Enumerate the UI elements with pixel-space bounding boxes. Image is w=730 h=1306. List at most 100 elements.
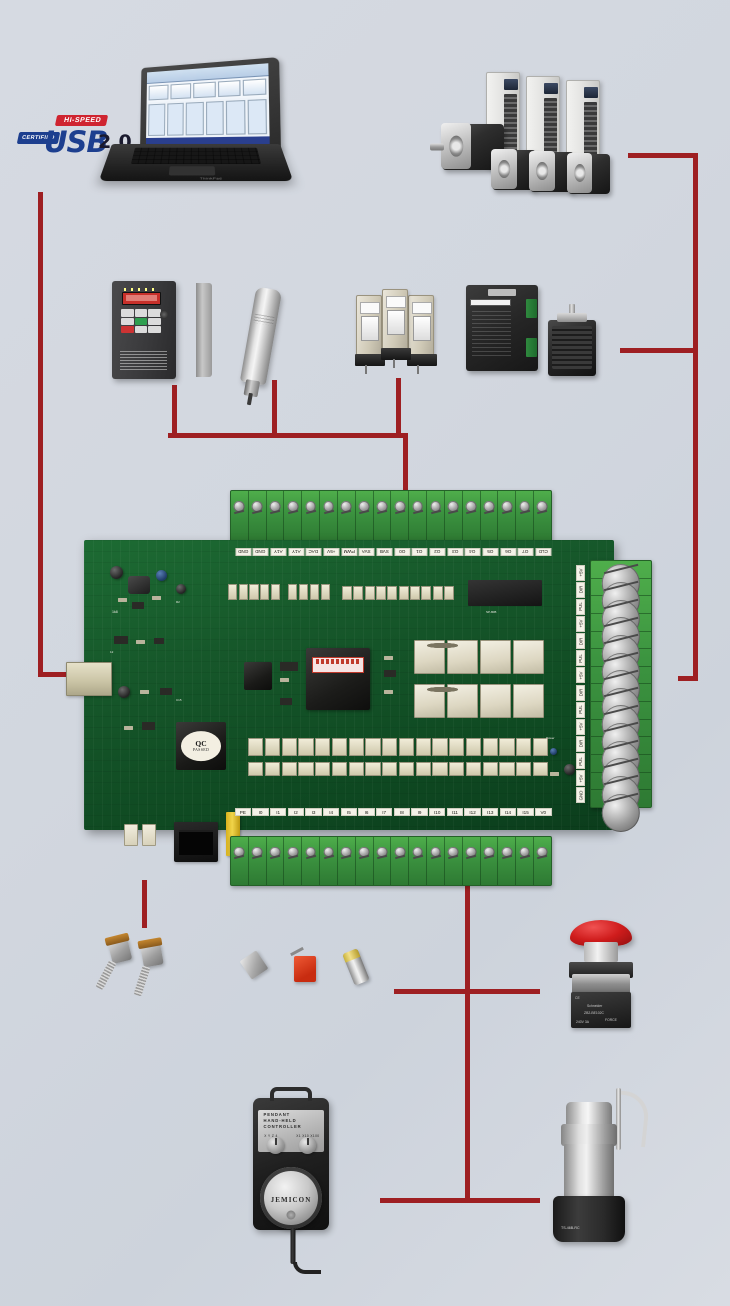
proximity-sensor: [342, 948, 370, 986]
pendant-handwheel[interactable]: JEMICON: [260, 1166, 322, 1229]
vfd-keypad[interactable]: [120, 309, 161, 333]
terminal-screw[interactable]: [591, 702, 651, 720]
resistor-bank: [248, 762, 549, 776]
terminal-screw[interactable]: [481, 491, 499, 541]
wire-servo-top-lead: [628, 153, 698, 158]
terminal-screw[interactable]: [320, 491, 338, 541]
servo-motor-face: [567, 153, 592, 193]
white-connector[interactable]: [142, 824, 156, 846]
terminal-screw[interactable]: [409, 837, 428, 885]
terminal-screw[interactable]: [498, 837, 517, 885]
potentiometer: [140, 942, 164, 968]
resistor: [465, 762, 482, 776]
laptop-screen: [145, 63, 270, 145]
terminal-screw[interactable]: [356, 837, 374, 885]
electrolytic-capacitor: [156, 570, 167, 581]
resistor: [499, 762, 515, 776]
resistor: [298, 584, 309, 600]
terminal-screw[interactable]: [231, 491, 249, 541]
terminal-screw[interactable]: [591, 632, 651, 650]
terminal-screw[interactable]: [374, 491, 392, 541]
vfd-indicator-leds: [123, 287, 160, 291]
terminal-screw[interactable]: [534, 837, 551, 885]
servo-motors-and-drives: [430, 72, 610, 202]
right-terminal-strip[interactable]: [590, 560, 652, 808]
terminal-screw[interactable]: [445, 491, 463, 541]
terminal-screw[interactable]: [391, 491, 410, 541]
pendant-title-line-3: CONTROLLER: [263, 1123, 302, 1129]
terminal-screw[interactable]: [320, 837, 338, 885]
estop-mushroom-cap[interactable]: [570, 920, 632, 946]
terminal-label: PUL: [576, 598, 585, 615]
terminal-screw[interactable]: [284, 491, 303, 541]
wire-vfd-drop: [172, 385, 177, 435]
terminal-screw[interactable]: [374, 837, 392, 885]
terminal-screw[interactable]: [338, 837, 356, 885]
terminal-screw[interactable]: [302, 491, 321, 541]
pcb-substrate: GND GND A1Y A1Y DAC +5V PWM SVA SVB O0 O…: [66, 540, 614, 862]
resistor: [288, 584, 298, 600]
smd-resistor: [280, 678, 289, 682]
software-panel-row: [146, 96, 270, 138]
terminal-screw[interactable]: [591, 790, 651, 807]
vfd-display: [122, 291, 161, 305]
terminal-screw[interactable]: [591, 596, 651, 614]
terminal-screw[interactable]: [356, 491, 374, 541]
terminal-screw[interactable]: [249, 491, 267, 541]
terminal-screw[interactable]: [427, 491, 445, 541]
terminal-label: +5V: [576, 616, 585, 632]
terminal-screw[interactable]: [591, 720, 651, 738]
terminal-screw[interactable]: [267, 837, 285, 885]
terminal-screw[interactable]: [498, 491, 517, 541]
terminal-screw[interactable]: [591, 649, 651, 667]
stepper-driver-terminal-bottom[interactable]: [526, 338, 537, 358]
terminal-screw[interactable]: [463, 491, 481, 541]
pendant-title-line-1: PENDANT: [263, 1112, 291, 1118]
terminal-screw[interactable]: [427, 837, 445, 885]
mpg-pendant[interactable]: PENDANT HAND-HELD CONTROLLER X Y Z 4 X1 …: [248, 1087, 338, 1298]
top-terminal-strip[interactable]: [230, 490, 552, 542]
terminal-screw[interactable]: [516, 837, 535, 885]
pendant-faceplate: PENDANT HAND-HELD CONTROLLER X Y Z 4 X1 …: [258, 1109, 324, 1154]
stepper-driver-terminal-top[interactable]: [526, 298, 537, 318]
pendant-step-selector-knob[interactable]: [298, 1136, 316, 1154]
terminal-screw[interactable]: [463, 837, 481, 885]
resistor: [398, 738, 415, 756]
vfd-potentiometer-knob[interactable]: [160, 310, 169, 320]
white-connector[interactable]: [124, 824, 138, 846]
rj45-pendant-port[interactable]: [174, 822, 218, 862]
terminal-label: DIR: [576, 736, 585, 752]
terminal-screw[interactable]: [284, 837, 303, 885]
terminal-screw[interactable]: [445, 837, 463, 885]
terminal-screw[interactable]: [591, 579, 651, 597]
pendant-body: PENDANT HAND-HELD CONTROLLER X Y Z 4 X1 …: [253, 1087, 329, 1230]
usb-b-connector[interactable]: [66, 662, 112, 696]
terminal-screw[interactable]: [591, 737, 651, 756]
terminal-screw[interactable]: [591, 561, 651, 579]
terminal-screw[interactable]: [302, 837, 321, 885]
relay: [355, 295, 385, 374]
terminal-screw[interactable]: [591, 755, 651, 773]
terminal-screw[interactable]: [591, 684, 651, 703]
resistor: [432, 586, 443, 600]
optocoupler: [513, 640, 544, 674]
terminal-screw[interactable]: [481, 837, 499, 885]
terminal-screw[interactable]: [267, 491, 285, 541]
terminal-screw[interactable]: [231, 837, 249, 885]
bottom-terminal-strip[interactable]: [230, 836, 552, 886]
pendant-axis-selector-knob[interactable]: [266, 1136, 284, 1154]
terminal-screw[interactable]: [338, 491, 356, 541]
terminal-screw[interactable]: [249, 837, 267, 885]
terminal-screw[interactable]: [534, 491, 551, 541]
terminal-label: GND: [252, 548, 269, 556]
terminal-screw[interactable]: [591, 773, 651, 791]
terminal-label: A1Y: [269, 548, 287, 556]
resistor: [348, 762, 364, 776]
terminal-screw[interactable]: [591, 667, 651, 685]
terminal-screw[interactable]: [409, 491, 428, 541]
terminal-screw[interactable]: [516, 491, 535, 541]
emergency-stop-button[interactable]: CE Schneider ZB2-BE102C FORCE 240V 3A: [554, 920, 674, 1040]
terminal-screw[interactable]: [591, 614, 651, 632]
terminal-screw[interactable]: [391, 837, 410, 885]
